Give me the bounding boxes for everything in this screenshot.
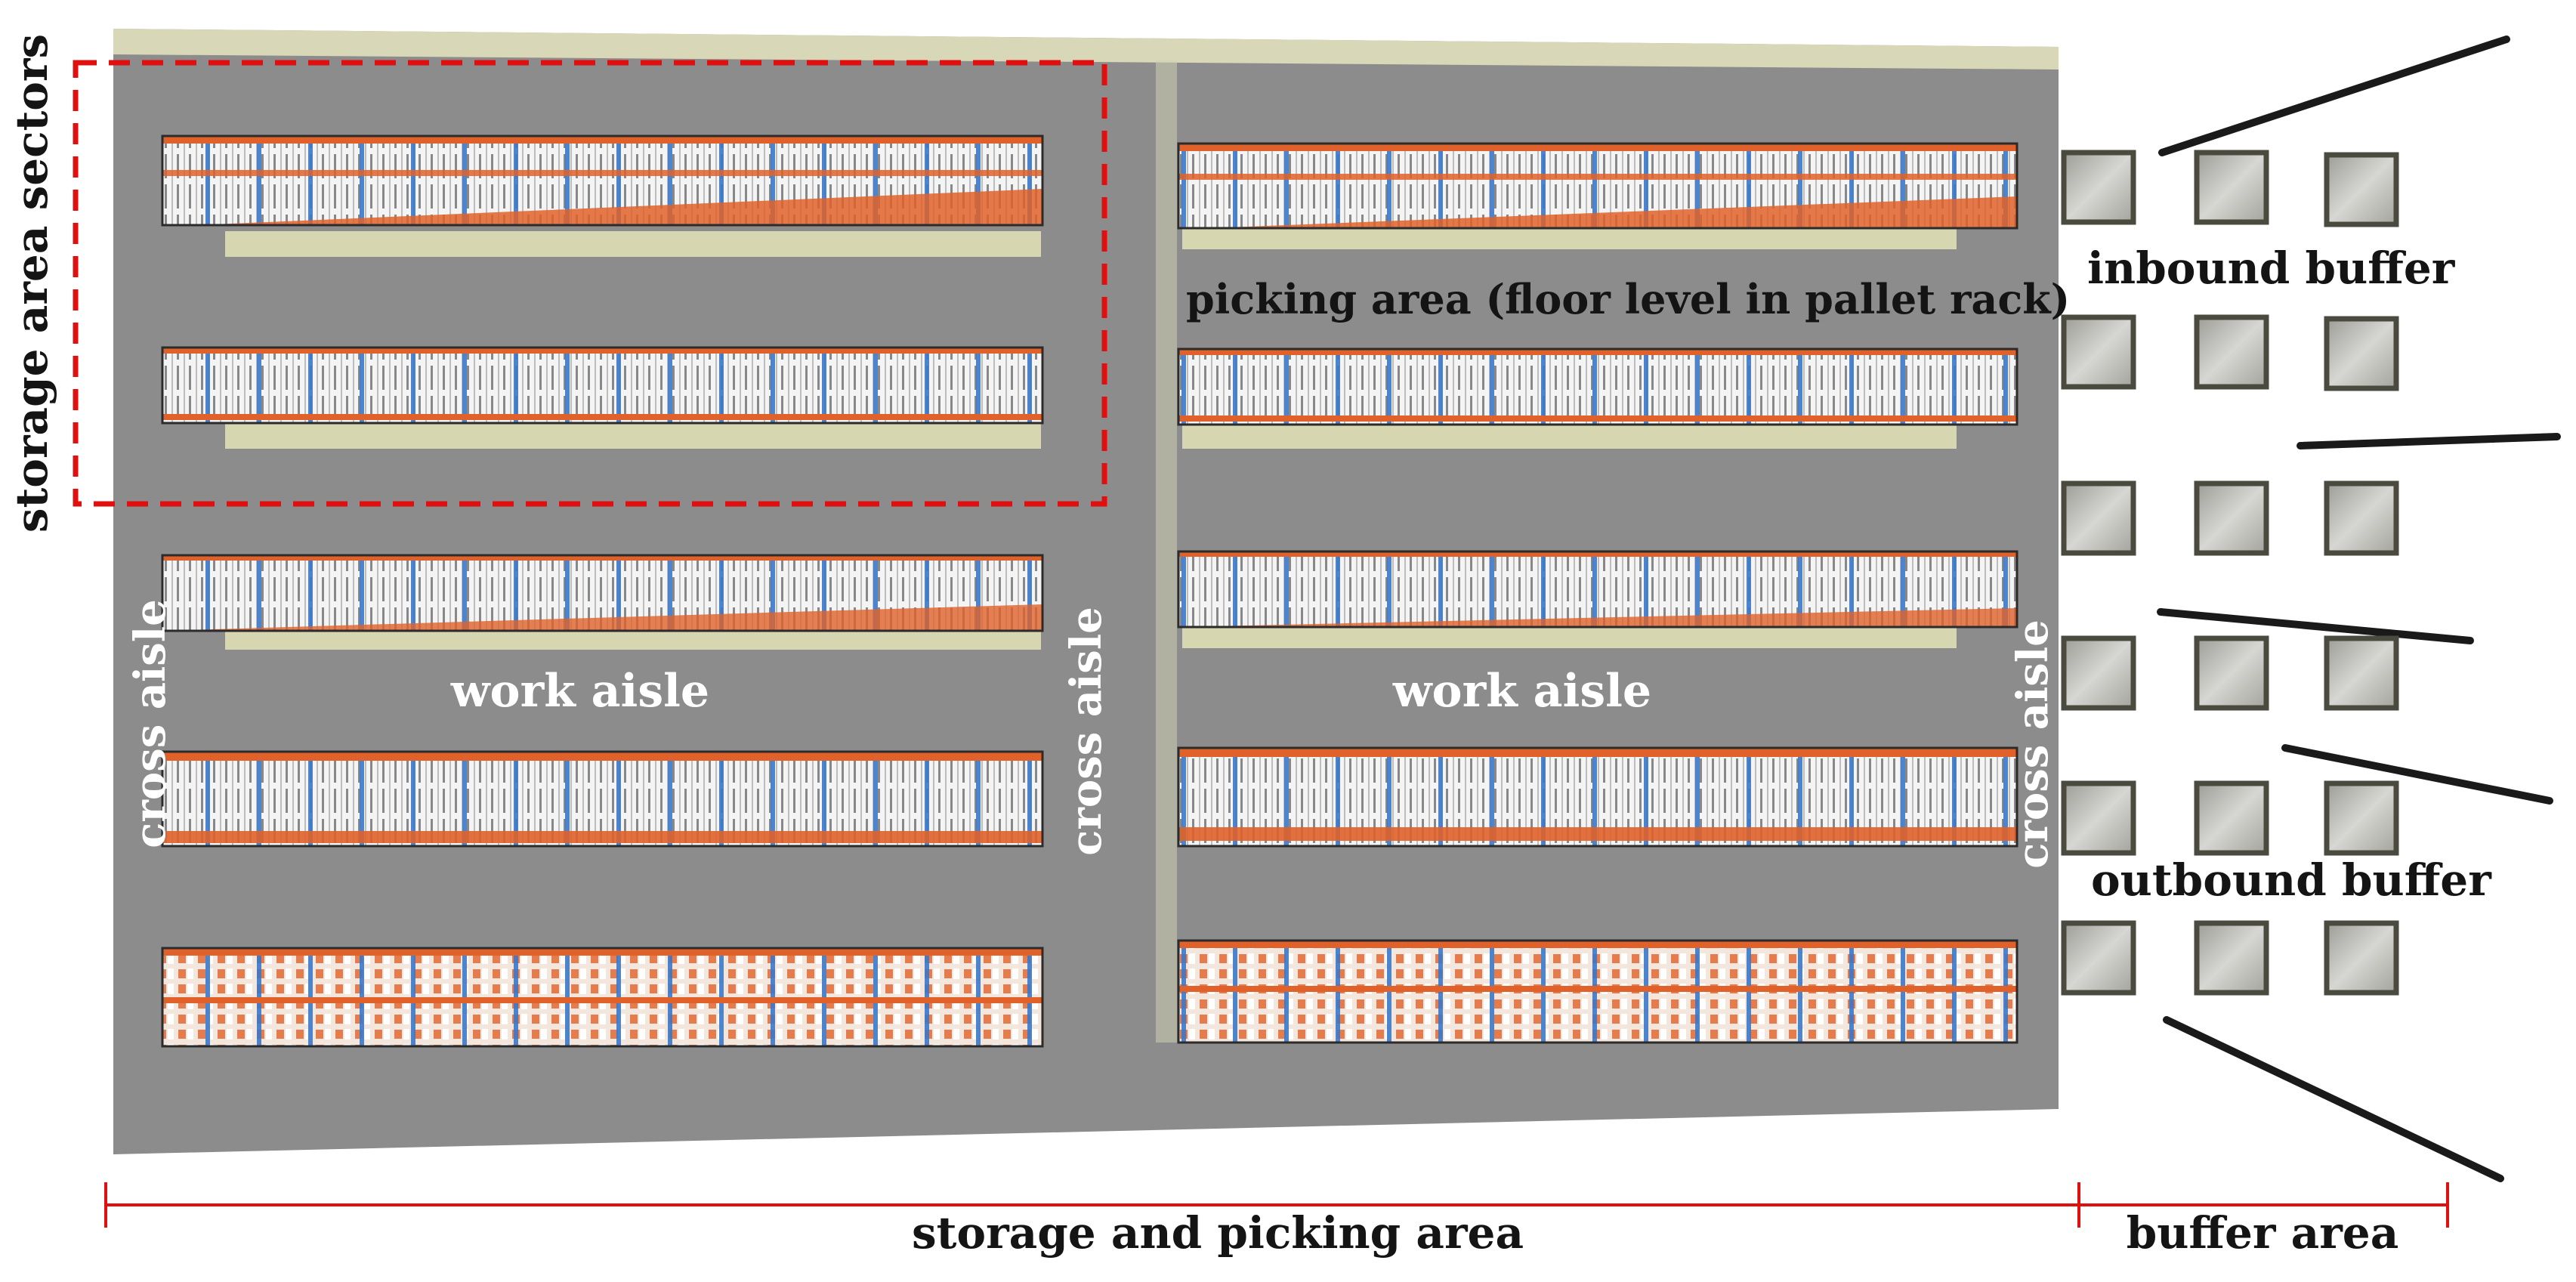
cross-aisle-label-center: cross aisle [1061, 607, 1111, 856]
inbound-buffer-label: inbound buffer [2087, 242, 2456, 294]
picking-area-label: picking area (floor level in pallet rack… [1186, 275, 2070, 323]
storage-sector-outline [73, 60, 1107, 507]
outbound-buffer-label: outbound buffer [2091, 854, 2492, 906]
rack-row [1177, 939, 2018, 1044]
rack-row [1177, 746, 2018, 848]
rack-row [161, 750, 1044, 848]
rack-row [161, 554, 1044, 650]
rack-rows-right [1177, 142, 2018, 1044]
rack-row [161, 346, 1044, 449]
storage-area-sectors-label: storage area sectors [6, 34, 57, 533]
cross-aisle-label-left: cross aisle [125, 599, 175, 848]
warehouse-floor [113, 29, 2059, 1154]
storage-and-picking-area-label: storage and picking area [912, 1207, 1524, 1259]
buffer-boxes [2061, 150, 2399, 996]
work-aisle-label-right: work aisle [1392, 665, 1651, 718]
rack-row [1177, 348, 2018, 449]
rack-row [1177, 142, 2018, 249]
work-aisle-label-left: work aisle [450, 665, 709, 718]
rack-row [1177, 550, 2018, 648]
buffer-area [2061, 36, 2561, 1182]
dimension-lines [104, 1182, 2449, 1228]
rack-rows-left [161, 134, 1044, 1048]
cross-aisle-label-right: cross aisle [2008, 619, 2058, 869]
rack-row [161, 947, 1044, 1048]
buffer-dock-lines [2157, 36, 2561, 1182]
buffer-area-label: buffer area [2127, 1207, 2399, 1259]
rack-row [161, 134, 1044, 257]
